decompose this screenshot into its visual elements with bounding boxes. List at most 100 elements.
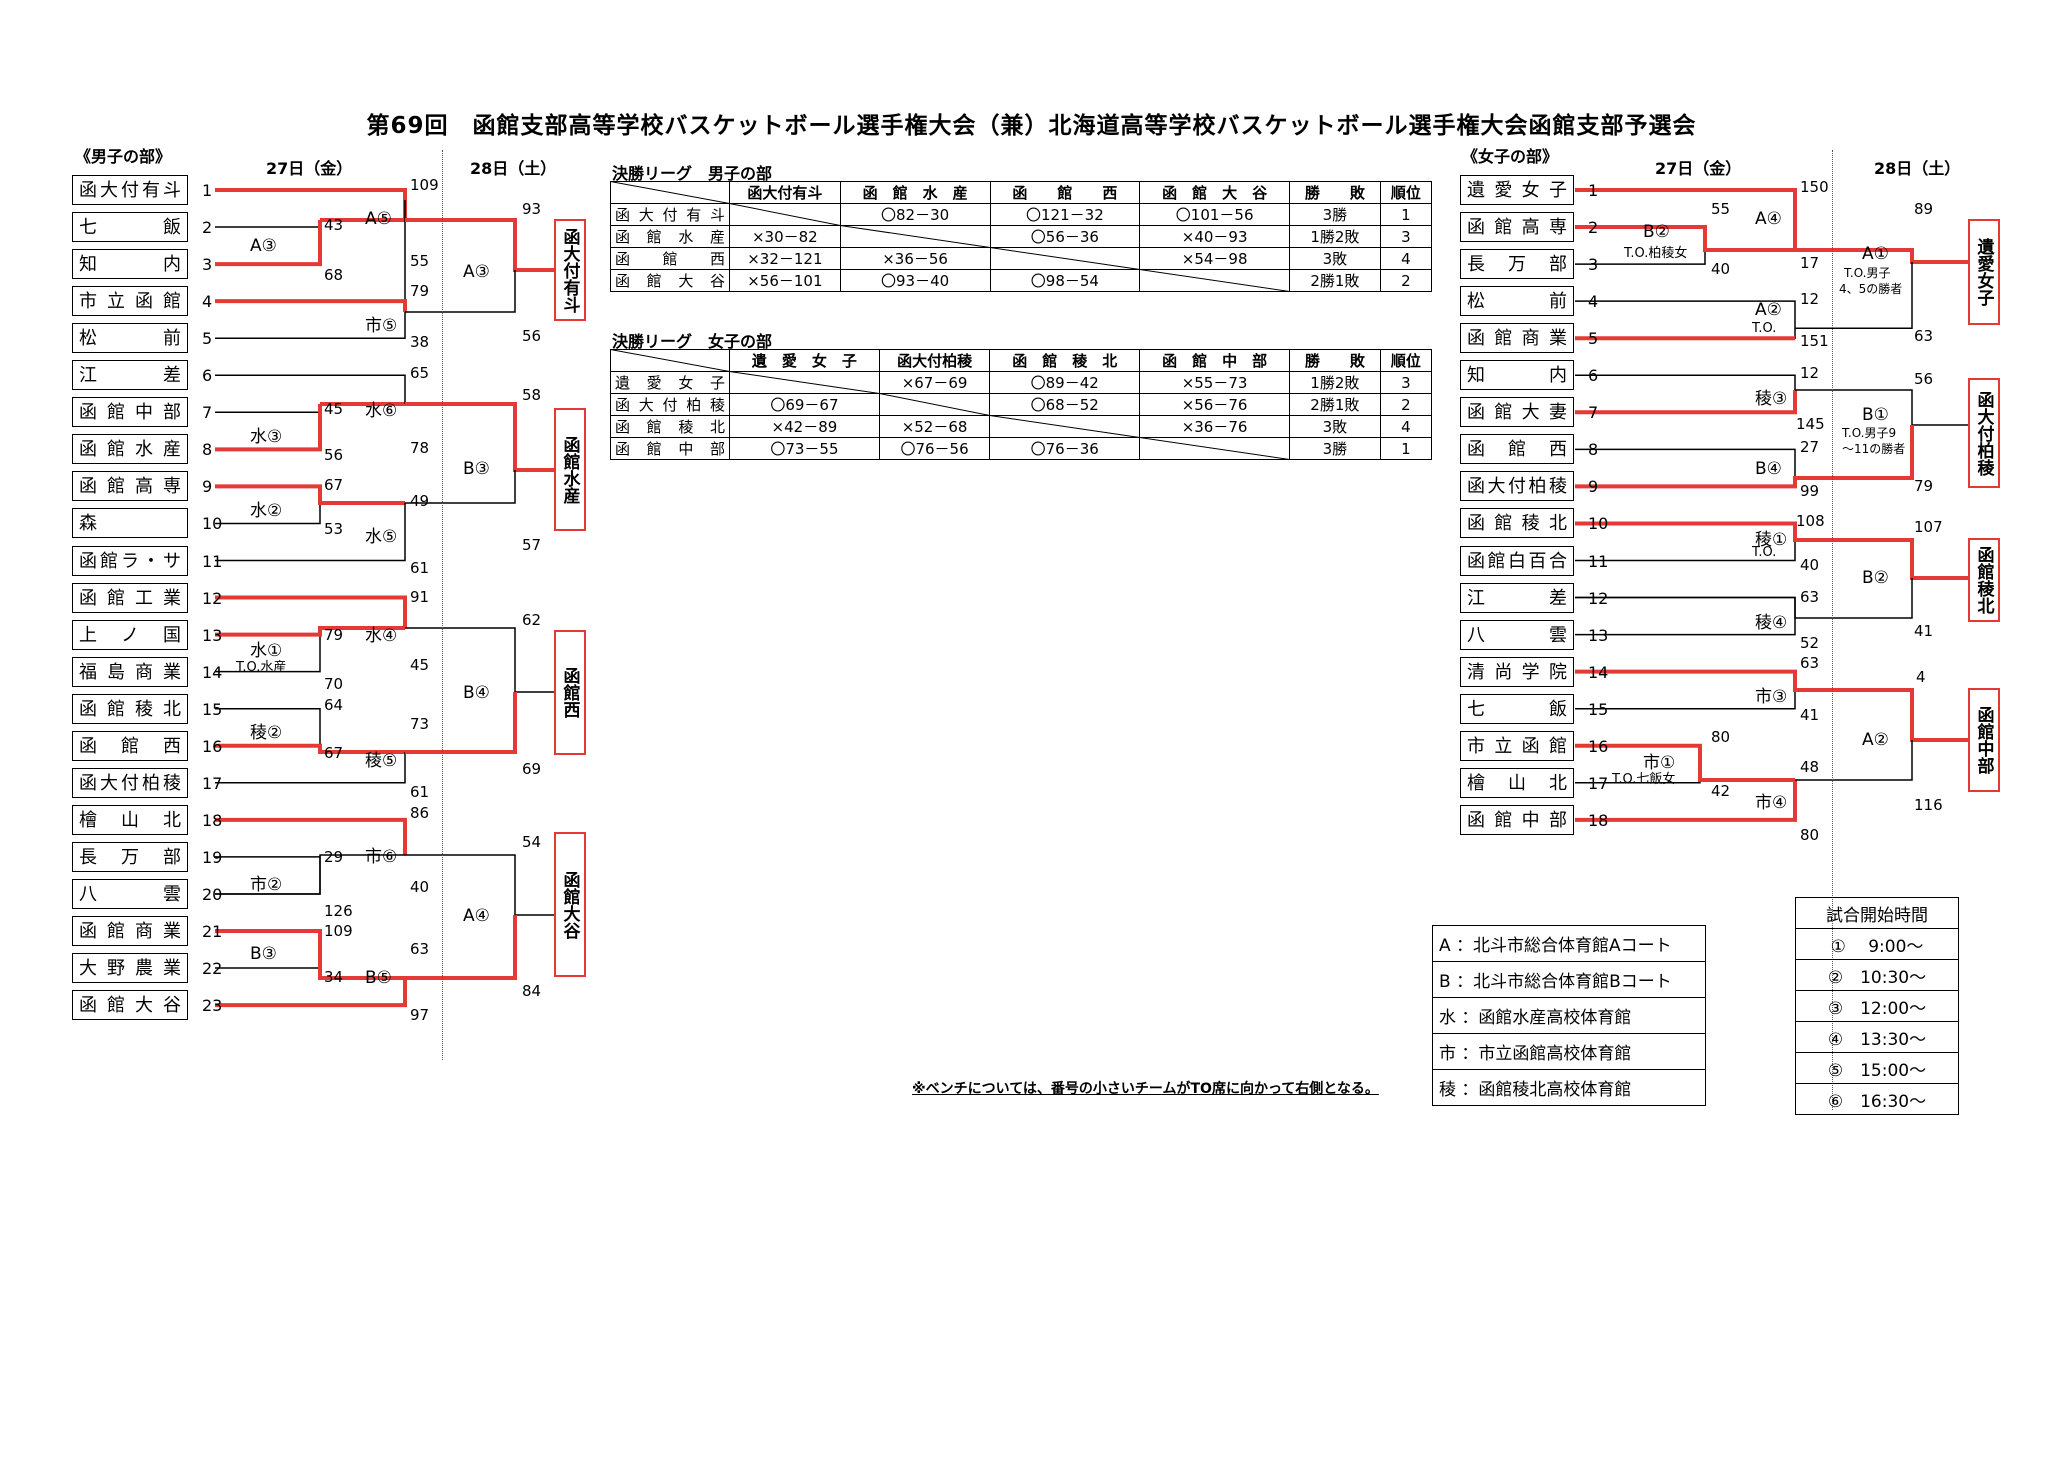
girls-team-name: 長 万 部 xyxy=(1460,249,1574,280)
venue-item: 水 ：函館水産高校体育館 xyxy=(1432,997,1706,1034)
boys-team-name: 檜 山 北 xyxy=(72,804,188,835)
day-divider-boys xyxy=(442,150,443,1060)
match-subcode: T.O. xyxy=(1752,545,1777,560)
bracket-line xyxy=(215,503,406,562)
bench-note: ※ベンチについては、番号の小さいチームがTO席に向かって右側となる。 xyxy=(912,1081,1379,1097)
result-cell: 〇76－36 xyxy=(989,437,1141,460)
bracket-line xyxy=(1575,188,1797,250)
column-header: 函大付有斗 xyxy=(729,181,841,204)
score-label: 45 xyxy=(324,400,344,418)
girls-team-name: 市立函館 xyxy=(1460,730,1574,761)
girls-team-name: 函館商業 xyxy=(1460,323,1574,354)
score-label: 4 xyxy=(1916,668,1926,686)
bracket-line xyxy=(215,752,406,784)
rank-cell: 2 xyxy=(1379,393,1433,416)
match-code: A④ xyxy=(463,906,490,926)
boys-seed-number: 22 xyxy=(202,959,223,979)
match-subcode: T.O.男子 xyxy=(1844,266,1891,280)
girls-seed-number: 18 xyxy=(1588,810,1609,830)
boys-seed-number: 2 xyxy=(202,218,213,238)
boys-team-name: 函館中部 xyxy=(72,397,188,428)
girls-winner-box-4: 函館中部 xyxy=(1968,688,2000,792)
match-subcode: T.O.七飯女 xyxy=(1612,772,1676,787)
bracket-line xyxy=(405,470,516,504)
bracket-line xyxy=(405,692,517,754)
girls-seed-number: 15 xyxy=(1588,699,1609,719)
match-code: 水⑤ xyxy=(365,527,398,547)
result-cell xyxy=(729,203,841,226)
girls-section-label: 《女子の部》 xyxy=(1462,147,1559,166)
match-code: B③ xyxy=(463,459,490,479)
boys-day2-label: 28日（土） xyxy=(470,159,557,178)
match-code: 水② xyxy=(250,501,283,521)
match-code: 市③ xyxy=(1755,687,1788,707)
boys-team-name: 函館商業 xyxy=(72,916,188,946)
match-code: 市① xyxy=(1643,753,1676,773)
result-cell: ×56－76 xyxy=(1139,393,1290,416)
score-label: 61 xyxy=(410,783,430,801)
bracket-line xyxy=(1795,262,1913,329)
match-subcode: T.O. xyxy=(1752,321,1777,336)
result-cell: 〇93－40 xyxy=(839,269,991,292)
bracket-line xyxy=(1575,578,1913,619)
score-label: 56 xyxy=(522,327,542,345)
result-cell: 〇82－30 xyxy=(839,203,991,226)
result-cell: ×42－89 xyxy=(729,415,880,438)
bracket-line xyxy=(215,299,407,312)
result-cell: 〇89－42 xyxy=(989,371,1141,394)
boys-seed-number: 15 xyxy=(202,699,223,719)
bracket-line xyxy=(1575,743,1795,782)
score-label: 57 xyxy=(522,536,542,554)
match-code: A② xyxy=(1862,730,1889,750)
girls-team-name: 函館中部 xyxy=(1460,804,1574,835)
score-label: 64 xyxy=(324,696,344,714)
rank-cell: 3 xyxy=(1379,371,1433,394)
bracket-line xyxy=(405,270,516,313)
bracket-line xyxy=(405,627,554,693)
boys-seed-number: 19 xyxy=(202,847,223,867)
team-cell: 函 館 中 部 xyxy=(610,437,730,460)
match-code: A② xyxy=(1755,300,1782,320)
girls-seed-number: 17 xyxy=(1588,773,1609,793)
score-label: 79 xyxy=(324,626,344,644)
boys-seed-number: 16 xyxy=(202,736,223,756)
girls-seed-number: 8 xyxy=(1588,440,1599,460)
result-cell: 〇101－56 xyxy=(1139,203,1291,226)
boys-team-name: 知 内 xyxy=(72,249,188,280)
rank-cell: 4 xyxy=(1379,247,1433,270)
bracket-line xyxy=(215,929,405,980)
score-label: 67 xyxy=(324,476,344,494)
result-cell xyxy=(989,415,1141,438)
team-cell: 函大付有斗 xyxy=(610,203,730,226)
match-code: B④ xyxy=(1755,459,1782,479)
bracket-line xyxy=(215,374,406,404)
result-cell xyxy=(1139,269,1291,292)
column-header: 函 館 水 産 xyxy=(839,181,991,204)
boys-team-name: 函館ラ・サール xyxy=(72,545,188,602)
result-cell: ×36－76 xyxy=(1139,415,1290,438)
result-cell: ×55－73 xyxy=(1139,371,1290,394)
match-code: 水④ xyxy=(365,626,398,646)
girls-day1-label: 27日（金） xyxy=(1655,159,1742,178)
score-label: 53 xyxy=(324,520,344,538)
girls-seed-number: 10 xyxy=(1588,514,1609,534)
score-label: 65 xyxy=(410,364,430,382)
match-code: A③ xyxy=(250,236,277,256)
league-girls-table: 遺 愛 女 子 函大付柏稜 函 館 稜 北 函 館 中 部 勝 敗 順位 遺 愛… xyxy=(610,349,1433,460)
girls-seed-number: 11 xyxy=(1588,551,1609,571)
score-label: 43 xyxy=(324,216,344,234)
venue-item: 市 ：市立函館高校体育館 xyxy=(1432,1033,1706,1070)
column-header: 函 館 稜 北 xyxy=(989,349,1141,372)
score-label: 63 xyxy=(1800,588,1820,606)
boys-seed-number: 4 xyxy=(202,292,213,312)
boys-winner-box-1: 函大付有斗 xyxy=(554,219,586,321)
score-label: 116 xyxy=(1914,796,1943,814)
score-label: 80 xyxy=(1711,728,1731,746)
start-time-row: ⑤ 15:00～ xyxy=(1795,1052,1959,1084)
boys-seed-number: 13 xyxy=(202,625,223,645)
match-code: 稜① xyxy=(1755,530,1788,550)
girls-team-name: 清尚学院 xyxy=(1460,656,1574,687)
score-label: 73 xyxy=(410,715,430,733)
boys-team-name: 函大付柏稜 xyxy=(72,767,188,798)
